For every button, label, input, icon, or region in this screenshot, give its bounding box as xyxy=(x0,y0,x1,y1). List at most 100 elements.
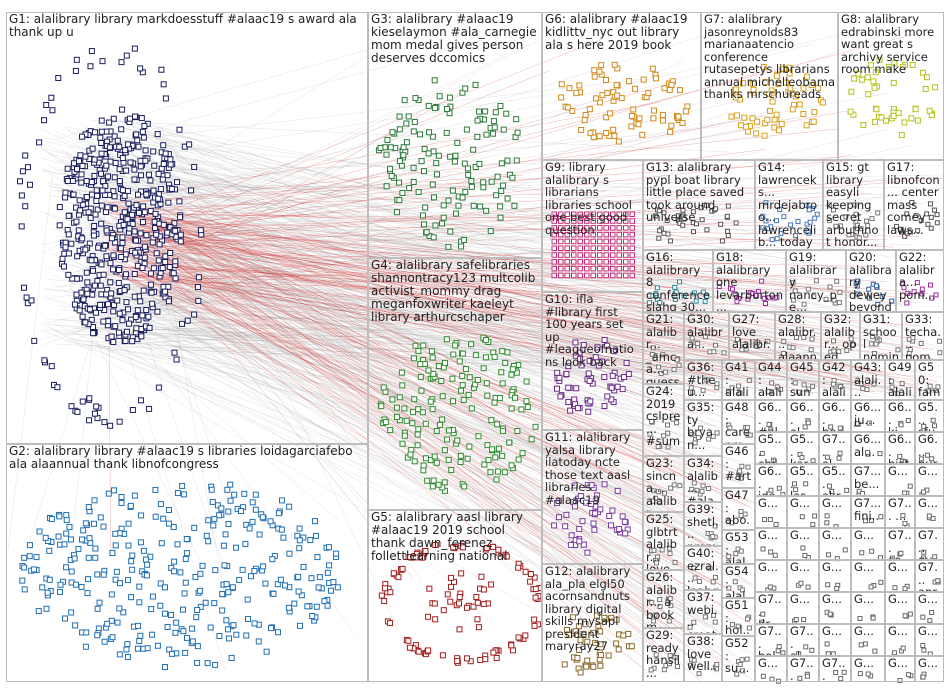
group-box-small: G... xyxy=(755,560,787,592)
group-label: G7: alalibrary jasonreynolds83 marianaat… xyxy=(704,13,835,101)
group-box-small: G6... hist... xyxy=(885,432,915,464)
group-box-g22: G22: alalibra... pom... xyxy=(896,250,944,312)
group-box-g12: G12: alalibrary ala_pla elgl50 acornsand… xyxy=(542,564,643,682)
group-box-small: G... xyxy=(915,592,944,624)
group-box-small: G5... kar... xyxy=(787,432,819,464)
group-label: G7... al... xyxy=(790,625,816,656)
group-label: G35: ty bryan... xyxy=(687,401,719,451)
group-box-g26: G26: alalibr... à bookm... xyxy=(643,570,684,628)
group-box-small: G... xyxy=(819,624,851,656)
group-label: G... xyxy=(790,529,816,542)
group-box-small: G... xyxy=(885,656,915,682)
group-label: G6... al... xyxy=(790,401,816,432)
group-label: G32: alalibr... op ed... xyxy=(824,313,857,360)
group-box-g53: G53: alal... al... xyxy=(722,530,755,564)
group-label: G9: library alalibrary s librarians libr… xyxy=(545,161,640,236)
group-box-g6: G6: alalibrary #alaac19 kidlittv_nyc out… xyxy=(542,12,701,160)
group-box-small: G... xyxy=(851,560,885,592)
group-label: G18: alalibrary one levarburton... xyxy=(716,251,783,312)
group-box-small: G7... al... xyxy=(787,624,819,656)
group-box-g11: G11: alalibrary yalsa library ilatoday n… xyxy=(542,430,643,564)
group-label: G6... ju... xyxy=(854,401,882,426)
group-label: G6: alalibrary #alaac19 kidlittv_nyc out… xyxy=(545,13,698,52)
group-label: G44: alali... lesle... xyxy=(758,361,784,400)
group-label: G... xyxy=(888,593,912,606)
group-label: G... xyxy=(758,561,784,574)
group-box-small: G5... sfu... xyxy=(915,400,944,432)
group-label: G10: ifla #library first 100 years set u… xyxy=(545,293,640,368)
group-box-small: G6... ju... xyxy=(851,400,885,432)
group-box-g45: G45: suns... rus... xyxy=(787,360,819,400)
group-box-g41: G41: alalib... s... xyxy=(722,360,755,400)
group-label: G30: alalibra... xyxy=(687,313,726,351)
group-label: G6... #al... xyxy=(758,401,784,432)
group-label: G7... be... xyxy=(854,465,882,490)
group-box-g50: G50: fam boo... xyxy=(915,360,944,400)
group-label: G28: alalibr... alaann... xyxy=(778,313,818,360)
group-label: G5... akr... xyxy=(822,465,848,496)
group-label: G6... he... xyxy=(822,401,848,432)
group-box-small: G7... al... xyxy=(819,432,851,464)
group-box-small: G... xyxy=(755,528,787,560)
group-label: G7... hol... xyxy=(758,625,784,656)
group-box-small: G... xyxy=(851,624,885,656)
group-box-small: G... xyxy=(819,496,851,528)
group-label: G... xyxy=(918,625,941,638)
group-label: G... xyxy=(790,497,816,510)
group-label: G5... las... xyxy=(790,465,816,496)
group-label: G6... ide... xyxy=(758,465,784,496)
group-box-g5: G5: alalibrary aasl library #alaac19 201… xyxy=(368,510,542,682)
group-box-small: G... xyxy=(915,464,944,496)
group-box-g35: G35: ty bryan... xyxy=(684,400,722,456)
group-box-small: G... xyxy=(851,656,885,682)
group-label: G45: suns... rus... xyxy=(790,361,816,400)
group-label: G... xyxy=(790,593,816,606)
group-label: G... xyxy=(854,529,882,542)
group-box-small: G6... al... xyxy=(851,432,885,464)
group-label: G36: #theu... #ham... xyxy=(687,361,719,400)
group-box-small: G... xyxy=(787,560,819,592)
group-box-g2: G2: alalibrary library #alaac19 s librar… xyxy=(6,444,368,682)
group-box-small: G7... apr... xyxy=(915,560,944,592)
group-label: G7... ... xyxy=(888,497,912,522)
group-box-g14: G14: lawrenceks... mrdejabroo... lawrenc… xyxy=(755,160,823,250)
group-box-g49: G49: alali... boo... xyxy=(885,360,915,400)
group-box-g32: G32: alalibr... op ed... xyxy=(821,312,860,360)
group-label: G50: fam boo... xyxy=(918,361,941,400)
group-box-g40: G40: ezral... leahg... xyxy=(684,546,722,590)
group-box-small: G... xyxy=(885,624,915,656)
group-label: G22: alalibra... pom... xyxy=(899,251,941,301)
group-box-g9: G9: library alalibrary s librarians libr… xyxy=(542,160,643,292)
group-box-g44: G44: alali... lesle... xyxy=(755,360,787,400)
group-box-g8: G8: alalibrary edrabinski more want grea… xyxy=(838,12,944,160)
group-box-g10: G10: ifla #library first 100 years set u… xyxy=(542,292,643,430)
group-label: G52: su... ... xyxy=(725,637,752,682)
group-label: G5... chi... xyxy=(758,433,784,464)
group-box-g21: G21: alalibr... _amca... guess ocpubl... xyxy=(643,312,684,384)
group-label: G7... co... xyxy=(888,529,912,560)
group-box-small: G6... #al... xyxy=(755,400,787,432)
group-box-g43: G43: alali... boo... xyxy=(851,360,885,400)
group-box-small: G... xyxy=(915,496,944,528)
group-box-small: G7... fini... xyxy=(851,496,885,528)
group-box-small: G... xyxy=(885,560,915,592)
group-box-small: G... xyxy=(819,528,851,560)
group-label: G7... jea... xyxy=(790,657,816,682)
group-box-small: G6... he... xyxy=(819,400,851,432)
group-label: G6... ki... xyxy=(888,401,912,432)
group-box-small: G5... akr... xyxy=(819,464,851,496)
group-label: G39: shetl... prom... xyxy=(687,503,719,546)
group-box-small: G7... jea... xyxy=(787,656,819,682)
group-label: G11: alalibrary yalsa library ilatoday n… xyxy=(545,431,640,506)
group-box-small: G7... be... xyxy=(851,464,885,496)
group-box-small: G... xyxy=(819,560,851,592)
group-box-small: G5... las... xyxy=(787,464,819,496)
group-box-g19: G19: alalibrary nancy_pe... action... xyxy=(786,250,846,312)
group-box-small: G... xyxy=(755,496,787,528)
group-box-small: G7... qu... xyxy=(915,528,944,560)
group-label: G... xyxy=(758,497,784,510)
group-label: G... xyxy=(822,497,848,510)
group-box-g1: G1: alalibrary library markdoesstuff #al… xyxy=(6,12,368,444)
group-label: G33: techa... pom... xyxy=(905,313,941,360)
group-box-small: G7... co... xyxy=(885,528,915,560)
